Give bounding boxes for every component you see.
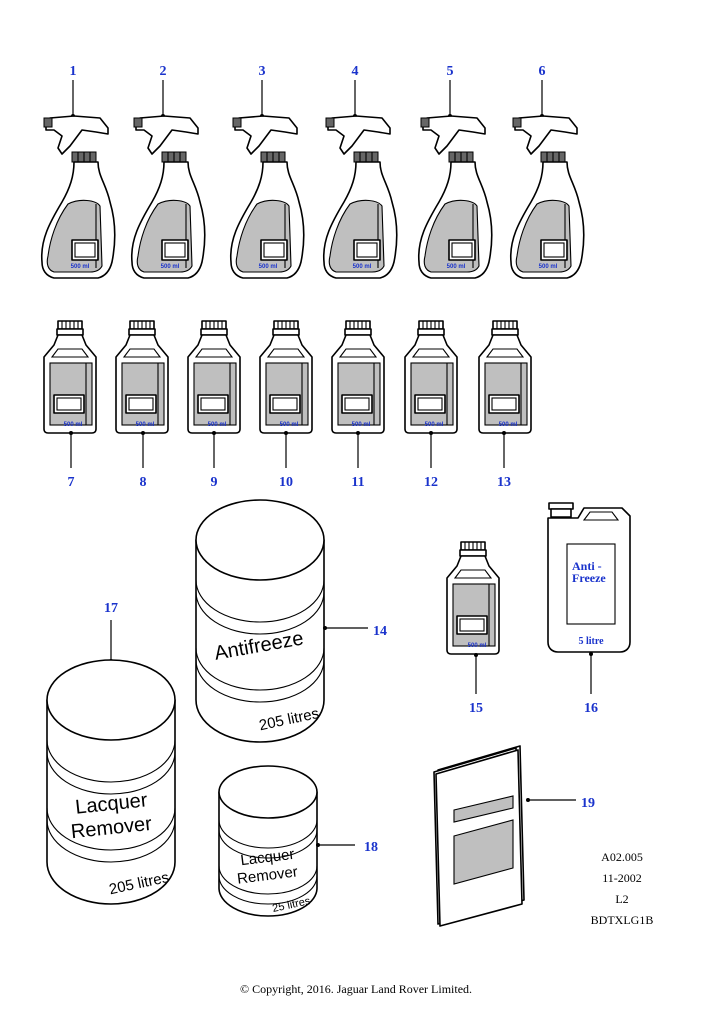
bottle-label: 500 ml	[161, 264, 180, 270]
item-12: 500 ml 12	[404, 320, 458, 490]
callout-6: 6	[539, 64, 546, 79]
item-10: 500 ml 10	[259, 320, 313, 490]
bottle-label: 500 ml	[468, 643, 487, 649]
bottle-label: 500 ml	[71, 264, 90, 270]
callout-11: 11	[351, 475, 364, 490]
item-7: 500 ml 7	[43, 320, 97, 490]
bottle-label: 500 ml	[353, 264, 372, 270]
can-label-line1: Anti -	[572, 559, 602, 573]
item-16-antifreeze-can: Anti - Freeze 5 litre 16	[547, 502, 631, 716]
item-3: 3 500 ml	[229, 64, 305, 279]
item-6: 6 500 ml	[509, 64, 585, 279]
item-15: 500 ml 15	[446, 541, 500, 716]
callout-8: 8	[140, 475, 147, 490]
item-14-antifreeze-drum: Antifreeze 205 litres 14	[195, 499, 387, 743]
callout-17: 17	[104, 601, 118, 616]
item-5: 5 500 ml	[417, 64, 493, 279]
bottle-label: 500 ml	[539, 264, 558, 270]
spray-bottle-row: 1 500 ml 2 500 ml 3 500 ml 4 500 ml 5	[40, 64, 585, 279]
callout-3: 3	[259, 64, 266, 79]
item-17-lacquer-drum-large: 17 Lacquer Remover 205 litres	[46, 601, 176, 905]
callout-15: 15	[469, 701, 483, 716]
bottle-label: 500 ml	[280, 422, 299, 428]
callout-10: 10	[279, 475, 293, 490]
callout-16: 16	[584, 701, 598, 716]
drum-label-line1: Lacquer	[240, 846, 296, 869]
reference-date: 11-2002	[602, 871, 642, 885]
callout-18: 18	[364, 840, 378, 855]
callout-9: 9	[211, 475, 218, 490]
reference-block: A02.005 11-2002 L2 BDTXLG1B	[591, 850, 654, 927]
item-13: 500 ml 13	[478, 320, 532, 490]
bottle-label: 500 ml	[425, 422, 444, 428]
bottle-label: 500 ml	[64, 422, 83, 428]
callout-4: 4	[352, 64, 359, 79]
copyright-notice: © Copyright, 2016. Jaguar Land Rover Lim…	[240, 982, 472, 996]
callout-5: 5	[447, 64, 454, 79]
callout-2: 2	[160, 64, 167, 79]
item-18-lacquer-drum-small: Lacquer Remover 25 litres 18	[218, 765, 378, 917]
can-label-volume: 5 litre	[578, 636, 604, 647]
bottle-label: 500 ml	[499, 422, 518, 428]
callout-1: 1	[70, 64, 77, 79]
bottle-label: 500 ml	[352, 422, 371, 428]
item-11: 500 ml 11	[331, 320, 385, 490]
callout-7: 7	[68, 475, 75, 490]
bottle-label: 500 ml	[136, 422, 155, 428]
item-1: 1 500 ml	[40, 64, 116, 279]
callout-13: 13	[497, 475, 511, 490]
callout-12: 12	[424, 475, 438, 490]
bottle-label: 500 ml	[208, 422, 227, 428]
callout-14: 14	[373, 624, 387, 639]
bottle-row: 500 ml 7 500 ml 8 500 ml 9 500 ml 10 500…	[43, 320, 532, 490]
item-2: 2 500 ml	[130, 64, 206, 279]
item-9: 500 ml 9	[187, 320, 241, 490]
reference-id: BDTXLG1B	[591, 913, 654, 927]
bottle-label: 500 ml	[259, 264, 278, 270]
reference-level: L2	[615, 892, 628, 906]
item-8: 500 ml 8	[115, 320, 169, 490]
reference-code: A02.005	[601, 850, 643, 864]
item-4: 4 500 ml	[322, 64, 398, 279]
callout-19: 19	[581, 796, 595, 811]
bottle-label: 500 ml	[447, 264, 466, 270]
item-19-booklet: 19	[433, 745, 595, 927]
can-label-line2: Freeze	[572, 571, 606, 585]
